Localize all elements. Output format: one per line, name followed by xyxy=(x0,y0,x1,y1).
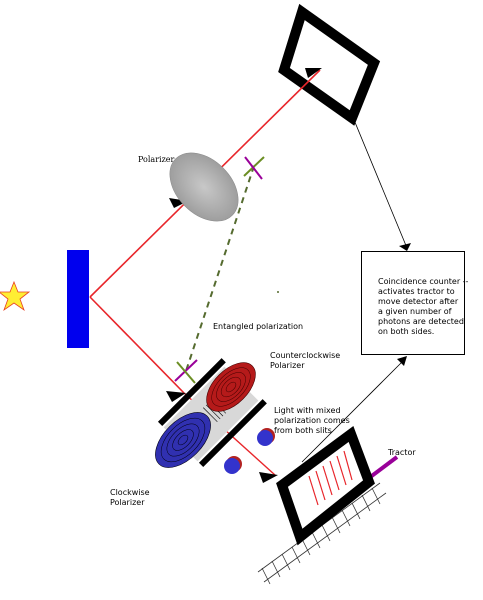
tractor-label: Tractor xyxy=(388,448,416,457)
entangled-link xyxy=(185,165,255,372)
tractor-track xyxy=(257,482,387,585)
clockwise-polarizer-disc xyxy=(155,412,211,468)
clockwise-polarizer-label: Clockwise Polarizer xyxy=(110,488,150,507)
lower-wire-arrowhead xyxy=(397,356,407,366)
upper-detector-wire xyxy=(351,114,408,249)
beam-arrow-lower-detector xyxy=(259,472,278,483)
counterclockwise-polarizer-disc xyxy=(206,362,256,412)
beam-splitter xyxy=(67,250,89,348)
coincidence-counter-box: Coincidence counter -- activates tractor… xyxy=(361,251,468,355)
upper-detector xyxy=(278,3,381,126)
mixed-light-label: Light with mixed polarization comes from… xyxy=(274,406,350,435)
upper-wire-arrowhead xyxy=(399,243,411,251)
upper-cross-marker xyxy=(243,156,265,180)
lower-detector-wire xyxy=(301,357,407,463)
lower-detector xyxy=(276,426,375,546)
beam-arrow-lower-polarizer xyxy=(166,391,186,402)
beam-lower xyxy=(89,296,185,394)
lower-cross-marker xyxy=(174,359,198,384)
beam-arrow-upper-detector xyxy=(305,68,322,78)
counterclockwise-polarizer-label: Counterclockwise Polarizer xyxy=(270,351,341,370)
mixed-photon-dot-upper xyxy=(257,428,275,446)
polarizer-label: Polarizer xyxy=(138,155,175,164)
polarizer-disc xyxy=(169,152,239,222)
mixed-photon-dot-lower xyxy=(224,456,242,474)
entangled-polarization-label: Entangled polarization xyxy=(213,322,304,331)
coincidence-counter-text: Coincidence counter -- activates tractor… xyxy=(378,277,469,336)
entangled-dot xyxy=(277,291,279,293)
light-source-star xyxy=(0,280,31,312)
